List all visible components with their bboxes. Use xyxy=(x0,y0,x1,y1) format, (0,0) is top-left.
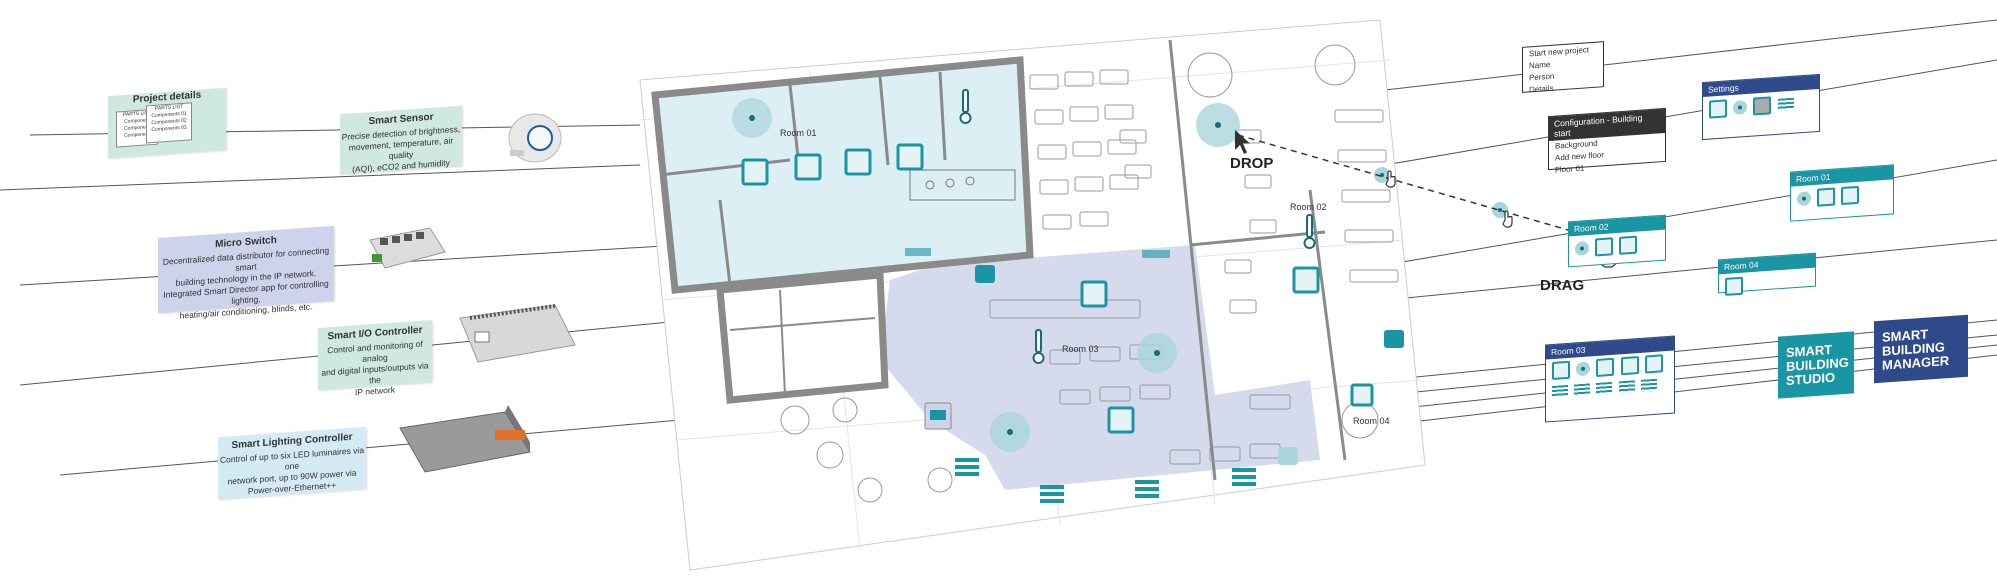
sensor-dot-icon[interactable] xyxy=(1575,240,1589,256)
room03-tile[interactable] xyxy=(1644,354,1663,374)
parts-list-sheet-b: PARTS LIST Components 01 Components 02 C… xyxy=(146,102,192,144)
lighting-bars-icon[interactable] xyxy=(1552,384,1568,399)
room01-area xyxy=(651,56,1034,294)
settings-tile[interactable] xyxy=(1709,99,1727,119)
room03-panel[interactable]: Room 03 xyxy=(1545,335,1675,423)
project-details-card[interactable]: Project details PARTS LIST Component Com… xyxy=(108,87,226,159)
io-controller-card[interactable]: Smart I/O Controller Control and monitor… xyxy=(318,320,432,397)
room03-tile[interactable] xyxy=(1552,360,1570,381)
smart-building-manager-button[interactable]: SMART BUILDING MANAGER xyxy=(1874,314,1968,384)
lighting-controller-image xyxy=(399,405,531,473)
room02-panel[interactable]: Room 02 xyxy=(1568,214,1666,268)
sensor-dots xyxy=(732,98,1508,452)
lighting-bars-icon[interactable] xyxy=(1777,97,1794,111)
sensor-dot-icon[interactable] xyxy=(1576,361,1591,377)
room04-label: Room 04 xyxy=(1353,416,1390,426)
lighting-bars-icon[interactable] xyxy=(1574,383,1591,397)
smart-sensor-image xyxy=(508,113,562,163)
io-controller-image xyxy=(459,304,576,363)
room03-tile[interactable] xyxy=(1620,355,1639,376)
thermometer-icon xyxy=(959,89,1316,364)
configuration-panel[interactable]: Configuration - Building start Backgroun… xyxy=(1548,107,1666,175)
settings-panel[interactable]: Settings xyxy=(1702,73,1820,141)
lighting-bars-icon[interactable] xyxy=(1596,381,1613,395)
lighting-controller-card[interactable]: Smart Lighting Controller Control of up … xyxy=(218,426,366,500)
room01-tile[interactable] xyxy=(1841,185,1860,206)
drop-label: DROP xyxy=(1230,155,1273,172)
sensor-dot-icon[interactable] xyxy=(1733,99,1748,115)
micro-switch-card[interactable]: Micro Switch Decentralized data distribu… xyxy=(158,225,334,321)
room01-tile[interactable] xyxy=(1817,187,1836,207)
lighting-bars xyxy=(905,248,1256,503)
room04-tile[interactable] xyxy=(1725,276,1743,296)
drag-label: DRAG xyxy=(1540,277,1584,294)
start-project-panel[interactable]: Start new project Name Person Details xyxy=(1522,41,1604,94)
room03-label: Room 03 xyxy=(1062,344,1099,354)
lighting-bars-icon[interactable] xyxy=(1618,380,1635,394)
smart-sensor-card[interactable]: Smart Sensor Precise detection of bright… xyxy=(340,105,462,174)
room03-tile[interactable] xyxy=(1596,357,1615,377)
room01-panel[interactable]: Room 01 xyxy=(1790,164,1894,222)
outlet-icon xyxy=(975,265,1404,465)
room01-label: Room 01 xyxy=(780,128,817,138)
floor-plan: Room 01 Room 02 Room 03 Room 04 DROP DRA… xyxy=(639,19,1618,571)
drag-path xyxy=(1237,134,1576,233)
micro-switch-image xyxy=(369,227,446,269)
room02-tile[interactable] xyxy=(1619,235,1638,255)
sensor-dot-icon[interactable] xyxy=(1797,191,1811,207)
smart-building-studio-button[interactable]: SMART BUILDING STUDIO xyxy=(1778,331,1854,399)
arrow-cursor-icon xyxy=(1235,130,1250,154)
room02-label: Room 02 xyxy=(1290,202,1327,212)
room04-panel[interactable]: Room 04 xyxy=(1718,252,1816,296)
device-tiles xyxy=(741,143,1374,434)
room02-tile[interactable] xyxy=(1595,237,1614,257)
settings-tile-grey[interactable] xyxy=(1753,96,1772,116)
lighting-bars-icon[interactable] xyxy=(1640,378,1657,392)
